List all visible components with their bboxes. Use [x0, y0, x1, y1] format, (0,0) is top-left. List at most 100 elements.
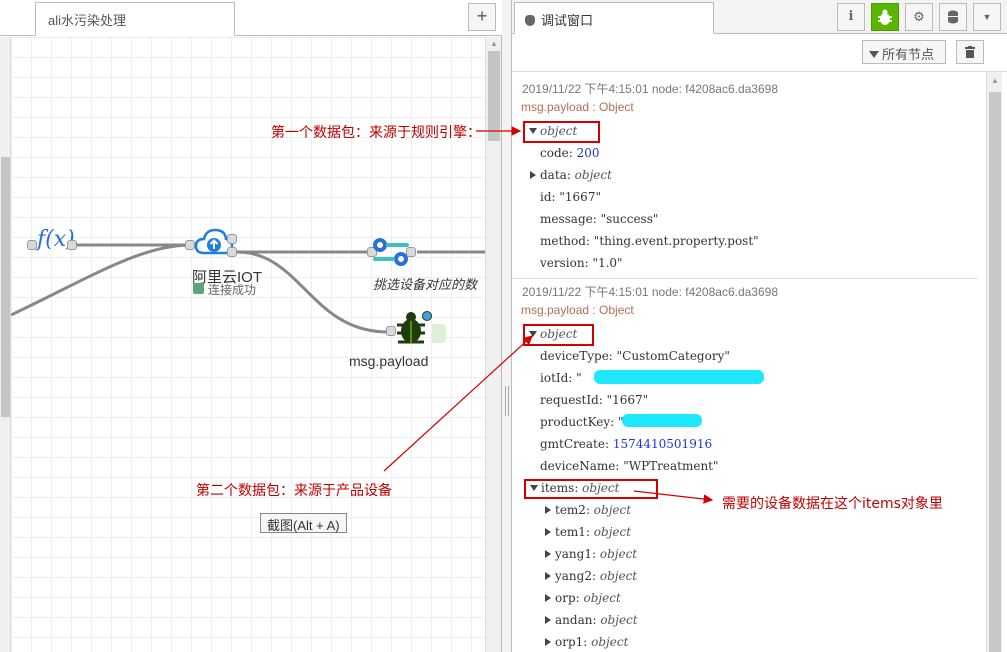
debug-input-port[interactable] — [386, 326, 396, 336]
prop-key: id — [540, 190, 552, 204]
debug-panel-button[interactable] — [871, 3, 899, 31]
prop-value: object — [582, 481, 620, 495]
workspace-tabbar: ali水污染处理 + — [0, 0, 502, 36]
prop-value: "1.0" — [592, 256, 623, 270]
chevron-down-icon[interactable]: ▼ — [973, 3, 1001, 31]
tree-item-yang2[interactable]: yang2: object — [545, 569, 637, 583]
tree-item-orp[interactable]: orp: object — [545, 591, 621, 605]
prop-key: message — [540, 212, 593, 226]
prop-key: gmtCreate — [540, 437, 605, 451]
scrollbar-thumb[interactable] — [989, 92, 1001, 652]
prop-value: object — [593, 503, 632, 517]
message-topic[interactable]: msg.payload : Object — [521, 100, 634, 114]
screenshot-tooltip: 截图(Alt + A) — [260, 513, 347, 533]
debug-message-list[interactable]: 2019/11/22 下午4:15:01 node: f4208ac6.da36… — [512, 72, 978, 652]
caret-down-icon — [530, 485, 538, 491]
prop-value: object — [583, 591, 621, 605]
prop-value: "1667" — [606, 393, 649, 407]
sidebar-splitter[interactable] — [502, 0, 512, 652]
caret-right-icon — [545, 594, 551, 602]
aliyun-output-port-2[interactable] — [227, 247, 237, 257]
prop-value: object — [574, 168, 612, 182]
debug-vertical-scrollbar[interactable]: ▲ — [986, 72, 1002, 652]
tree-item-orp1[interactable]: orp1: object — [545, 635, 628, 649]
tree-prop-code: code: 200 — [540, 146, 600, 160]
switch-output-port[interactable] — [406, 247, 416, 257]
info-icon[interactable]: i — [837, 3, 865, 31]
flow-wires — [11, 243, 485, 334]
workspace: ali水污染处理 + f(x) 阿里云IOT 连接成功 — [0, 0, 502, 652]
tree-item-tem2[interactable]: tem2: object — [545, 503, 631, 517]
debug-bug-icon[interactable] — [394, 311, 434, 347]
tree-item-andan[interactable]: andan: object — [545, 613, 638, 627]
type-label: object — [540, 327, 578, 341]
switch-input-port[interactable] — [367, 247, 377, 257]
debug-node-label: msg.payload — [349, 353, 429, 369]
aliyun-status-text: 连接成功 — [208, 283, 257, 297]
filter-all-nodes-button[interactable]: 所有节点 — [862, 40, 946, 64]
tree-prop-devicetype: deviceType: "CustomCategory" — [540, 349, 730, 363]
scroll-up-icon[interactable]: ▲ — [490, 39, 498, 48]
prop-value: object — [591, 635, 629, 649]
function-input-port[interactable] — [27, 240, 37, 250]
tree-prop-devicename: deviceName: "WPTreatment" — [540, 459, 719, 473]
gear-icon[interactable]: ⚙ — [905, 3, 933, 31]
prop-value: 200 — [576, 146, 600, 160]
tree-prop-data[interactable]: data: object — [530, 168, 612, 182]
aliyun-input-port[interactable] — [185, 240, 195, 250]
wire-offscreen-to-aliyun — [11, 243, 192, 317]
filter-label: 所有节点 — [882, 47, 935, 62]
tree-root-toggle[interactable]: object — [529, 124, 577, 138]
highlight-box-first-object — [523, 121, 600, 143]
clear-messages-button[interactable] — [956, 40, 984, 64]
prop-key: items — [541, 481, 575, 495]
prop-value: "CustomCategory" — [616, 349, 730, 363]
tree-root-toggle[interactable]: object — [529, 327, 577, 341]
tree-item-tem1[interactable]: tem1: object — [545, 525, 631, 539]
scrollbar-thumb[interactable] — [488, 51, 500, 141]
scrollbar-thumb[interactable] — [1, 157, 10, 417]
redacted-mark — [622, 414, 702, 427]
prop-value: object — [599, 569, 638, 583]
add-flow-button[interactable]: + — [468, 3, 496, 31]
redacted-mark — [594, 370, 764, 384]
filter-icon — [869, 51, 879, 58]
database-icon[interactable] — [939, 3, 967, 31]
tree-prop-iotid: iotId: " — [540, 371, 582, 385]
caret-right-icon — [545, 572, 551, 580]
message-topic[interactable]: msg.payload : Object — [521, 303, 634, 317]
cloud-upload-icon[interactable] — [194, 227, 234, 257]
prop-key: yang2 — [555, 569, 592, 583]
prop-value: "1667" — [559, 190, 601, 204]
prop-value: "success" — [600, 212, 659, 226]
tree-prop-version: version: "1.0" — [540, 256, 623, 270]
sidebar-header: 调试窗口 i ⚙ ▼ — [512, 0, 1007, 34]
debug-toggle-button[interactable] — [432, 324, 446, 343]
wire-aliyun-to-debug — [236, 250, 389, 334]
message-meta: 2019/11/22 下午4:15:01 node: f4208ac6.da36… — [522, 82, 778, 96]
prop-key: orp — [555, 591, 576, 605]
tree-prop-items[interactable]: items: object — [530, 481, 619, 495]
highlight-box-second-object — [523, 324, 594, 346]
aliyun-output-port-1[interactable] — [227, 234, 237, 244]
bug-icon — [878, 9, 892, 25]
tree-item-yang1[interactable]: yang1: object — [545, 547, 637, 561]
switch-node-icon[interactable] — [371, 235, 413, 269]
caret-down-icon — [529, 331, 537, 337]
tab-debug[interactable]: 调试窗口 — [514, 2, 714, 34]
function-output-port[interactable] — [67, 240, 77, 250]
message-meta: 2019/11/22 下午4:15:01 node: f4208ac6.da36… — [522, 285, 778, 299]
workspace-vertical-scrollbar[interactable]: ▲ — [485, 37, 501, 652]
workspace-vertical-scrollbar-left[interactable] — [0, 37, 11, 652]
prop-key: method — [540, 234, 586, 248]
tab-flow-ali[interactable]: ali水污染处理 — [35, 2, 235, 36]
highlight-box-items — [524, 479, 658, 499]
caret-right-icon — [545, 616, 551, 624]
caret-down-icon — [529, 128, 537, 134]
flow-canvas[interactable]: f(x) 阿里云IOT 连接成功 挑选设备对应的数 — [11, 37, 485, 652]
prop-key: yang1 — [555, 547, 592, 561]
splitter-grip-icon[interactable] — [505, 386, 509, 416]
prop-value: "WPTreatment" — [623, 459, 719, 473]
scroll-up-icon[interactable]: ▲ — [991, 76, 999, 85]
